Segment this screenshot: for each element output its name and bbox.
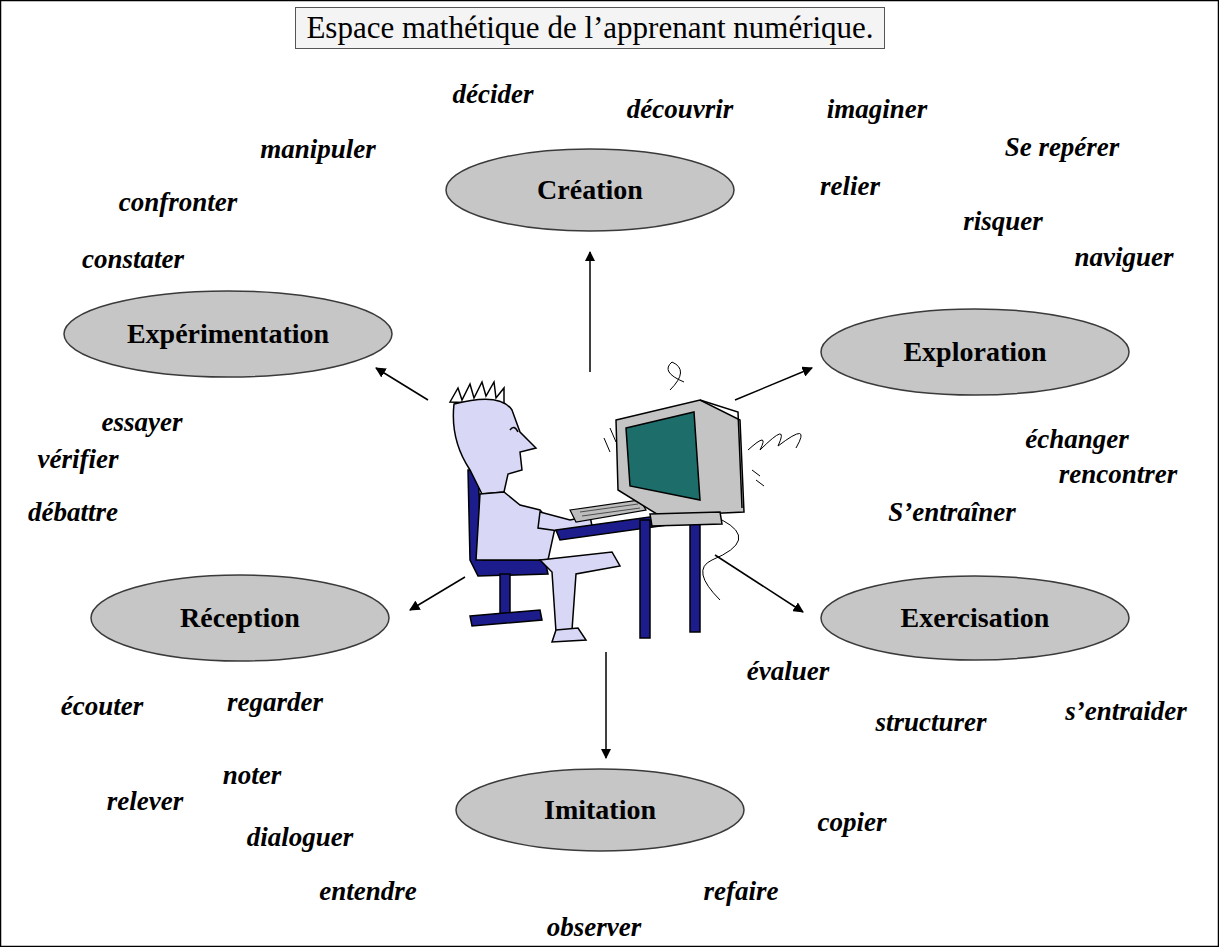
action-verb: vérifier bbox=[38, 445, 119, 475]
activity-name: Exercisation bbox=[901, 602, 1050, 634]
activity-ellipse: Exercisation bbox=[820, 575, 1130, 661]
action-verb: S’entraîner bbox=[888, 498, 1016, 528]
activity-ellipse: Imitation bbox=[455, 768, 745, 852]
action-verb: risquer bbox=[963, 207, 1043, 237]
action-verb: écouter bbox=[61, 692, 143, 722]
activity-ellipse: Réception bbox=[90, 574, 390, 662]
computer bbox=[616, 400, 744, 600]
keyboard bbox=[570, 500, 646, 522]
action-verb: constater bbox=[82, 245, 184, 275]
activity-name: Expérimentation bbox=[127, 318, 329, 350]
action-verb: Se repérer bbox=[1005, 133, 1120, 163]
activity-name: Réception bbox=[180, 602, 300, 634]
ellipse-shape bbox=[456, 769, 744, 851]
action-verb: manipuler bbox=[260, 135, 376, 165]
activity-name: Création bbox=[537, 174, 643, 206]
action-verb: décider bbox=[453, 80, 534, 110]
activity-name: Exploration bbox=[903, 336, 1046, 368]
action-verb: rencontrer bbox=[1059, 460, 1178, 490]
action-verb: imaginer bbox=[827, 95, 928, 125]
action-verb: découvrir bbox=[627, 95, 733, 125]
ellipse-shape bbox=[446, 149, 734, 231]
title-box: Espace mathétique de l’apprenant numériq… bbox=[295, 7, 884, 49]
action-verb: essayer bbox=[102, 408, 183, 438]
keyboard-keys bbox=[580, 504, 640, 516]
motion-lines bbox=[604, 362, 801, 486]
action-verb: refaire bbox=[704, 877, 779, 907]
ellipse-shape bbox=[821, 576, 1129, 660]
action-verb: débattre bbox=[28, 498, 118, 528]
ellipse-shape bbox=[64, 291, 392, 377]
activity-ellipse: Exploration bbox=[820, 308, 1130, 396]
action-verb: copier bbox=[818, 808, 887, 838]
action-verb: confronter bbox=[119, 188, 238, 218]
desk bbox=[556, 510, 704, 638]
action-verb: naviguer bbox=[1074, 243, 1173, 273]
action-verb: relier bbox=[820, 172, 880, 202]
action-verb: observer bbox=[547, 913, 641, 943]
action-verb: évaluer bbox=[747, 657, 829, 687]
action-verb: structurer bbox=[875, 708, 986, 738]
ellipse-shape bbox=[91, 575, 389, 661]
arrows bbox=[376, 252, 812, 758]
activity-ellipse: Expérimentation bbox=[63, 290, 393, 378]
activity-name: Imitation bbox=[544, 794, 656, 826]
action-verb: regarder bbox=[227, 688, 323, 718]
action-verb: relever bbox=[107, 787, 183, 817]
action-verb: échanger bbox=[1025, 425, 1129, 455]
action-verb: entendre bbox=[319, 877, 417, 907]
action-verb: s’entraider bbox=[1065, 697, 1187, 727]
activity-ellipse: Création bbox=[445, 148, 735, 232]
action-verb: dialoguer bbox=[247, 823, 354, 853]
action-verb: noter bbox=[223, 761, 282, 791]
ellipse-shape bbox=[821, 309, 1129, 395]
